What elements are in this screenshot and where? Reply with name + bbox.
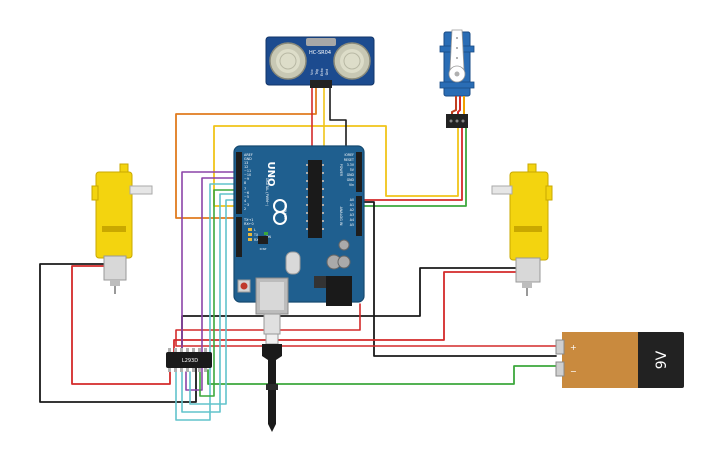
wire-red-servo[interactable] — [363, 127, 463, 201]
pin-label: ~9 — [244, 177, 249, 181]
servo-horn — [449, 29, 465, 71]
icsp-header[interactable] — [258, 236, 268, 244]
l293d-driver[interactable]: L293D — [166, 348, 212, 372]
pin-label: 12 — [244, 165, 248, 169]
label-power: POWER — [339, 164, 343, 177]
label-on: ON — [266, 235, 272, 239]
pin-label: 8 — [244, 181, 246, 185]
wire-green-servo[interactable] — [363, 127, 467, 207]
pin-label: A5 — [350, 223, 354, 227]
pin-label: RESET — [344, 158, 354, 162]
pin-label: A3 — [350, 213, 354, 217]
sensor-pin-echo: Echo — [320, 68, 324, 76]
arduino-logo-icon: ARDUINO — [273, 199, 287, 225]
dc-motor-right[interactable] — [491, 163, 553, 296]
digital-pin-labels: AREF GND 13 12 ~11 ~10 ~9 8 7 ~6 ~5 4 ~3… — [243, 153, 254, 226]
crystal — [285, 251, 301, 275]
pin-label: ~10 — [244, 173, 251, 177]
pin-label: 5V — [350, 168, 355, 172]
pin-label: GND — [244, 157, 252, 161]
pin-label: A0 — [350, 198, 354, 202]
pin-label: 13 — [244, 161, 248, 165]
battery-plus: + — [570, 343, 577, 352]
wire-cyan-1[interactable] — [175, 183, 237, 421]
pin-label: GND — [347, 178, 355, 182]
wire-purple-2[interactable] — [185, 177, 237, 391]
pin-label: A1 — [350, 203, 354, 207]
power-header[interactable] — [356, 152, 362, 192]
usb-cable[interactable] — [262, 313, 282, 432]
pin-label: ~11 — [244, 169, 251, 173]
wire-red-right-motor[interactable] — [173, 271, 519, 357]
pin-label: 4 — [244, 199, 246, 203]
capacitor-2 — [337, 255, 351, 269]
wire-black-gnd-right[interactable] — [363, 201, 557, 357]
pin-label: IOREF — [344, 153, 354, 157]
dc-motor-left[interactable] — [91, 163, 153, 294]
arduino-uno[interactable]: AREF GND 13 12 ~11 ~10 ~9 8 7 ~6 ~5 4 ~3… — [233, 145, 365, 315]
power-jack[interactable] — [326, 276, 352, 306]
pin-label: ~5 — [244, 195, 249, 199]
sensor-pin-trig: Trig — [315, 69, 319, 76]
servo-motor[interactable] — [439, 29, 475, 128]
driver-label: L293D — [182, 358, 198, 364]
wire-green-battery[interactable] — [207, 365, 557, 385]
right-motor-body — [515, 257, 541, 283]
digital-header-2[interactable] — [236, 217, 242, 257]
wire-red-battery[interactable] — [175, 303, 557, 347]
label-icsp: ICSP — [260, 247, 267, 251]
label-rx: RX — [254, 238, 259, 242]
wire-cyan-3[interactable] — [189, 199, 237, 405]
wire-purple-1[interactable] — [181, 171, 237, 361]
sensor-pin-gnd: Gnd — [325, 69, 329, 76]
wire-green-driver[interactable] — [199, 189, 237, 397]
wire-orange-trig[interactable] — [175, 87, 317, 219]
label-tx: TX — [253, 233, 259, 237]
power-pin-labels: IOREF RESET 3.3V 5V GND GND Vin A0 A1 A2… — [344, 153, 355, 227]
ultrasonic-sensor[interactable]: HC-SR04 Vcc Trig Echo Gnd — [265, 36, 375, 88]
arduino-logo-text: ARDUINO — [283, 204, 287, 220]
analog-header[interactable] — [356, 196, 362, 236]
pin-label: RX←0 — [244, 222, 254, 226]
digital-header-1[interactable] — [236, 152, 242, 214]
sensor-pin-vcc: Vcc — [310, 69, 314, 75]
pin-label: AREF — [244, 153, 253, 157]
pin-label: 2 — [244, 207, 246, 211]
wires — [39, 87, 557, 421]
sensor-label: HC-SR04 — [309, 50, 331, 56]
arduino-uno-label: UNO — [265, 162, 276, 187]
label-analog: ANALOG IN — [339, 207, 343, 226]
pin-label: ~3 — [244, 203, 249, 207]
battery-minus: − — [570, 367, 577, 376]
pin-label: ~6 — [244, 191, 249, 195]
capacitor-3 — [338, 239, 350, 251]
pin-label: Vin — [349, 183, 354, 187]
label-digital: DIGITAL (PWM~) — [265, 178, 269, 207]
wire-cyan-2[interactable] — [181, 193, 237, 413]
battery-label: 9V — [654, 350, 670, 369]
pin-label: GND — [347, 173, 355, 177]
battery-9v[interactable]: + − 9V — [555, 332, 684, 388]
pin-label: A4 — [350, 218, 354, 222]
wire-red-left-motor[interactable] — [71, 265, 171, 385]
left-motor-body — [103, 255, 127, 281]
pin-label: 3.3V — [347, 163, 355, 167]
pin-label: TX→1 — [243, 218, 253, 222]
atmega-chip — [308, 160, 322, 238]
pin-label: A2 — [350, 208, 354, 212]
label-l: L — [254, 228, 256, 232]
pin-label: 7 — [244, 187, 246, 191]
